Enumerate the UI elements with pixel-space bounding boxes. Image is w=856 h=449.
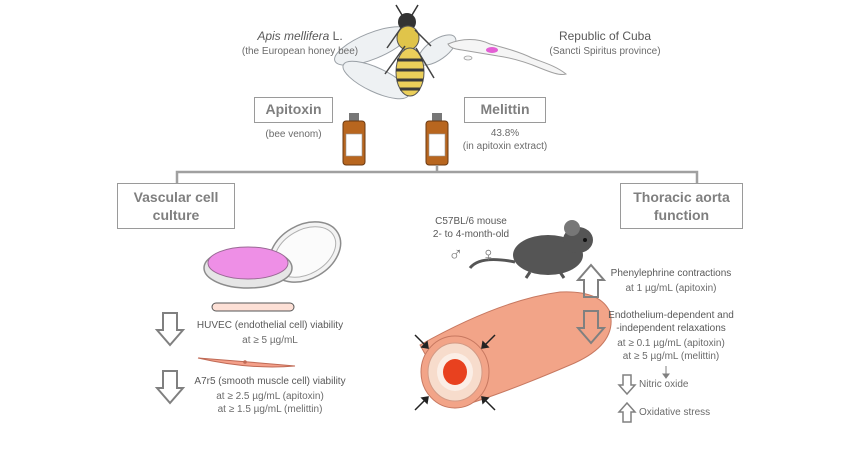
mouse-strain: C57BL/6 mouse — [435, 216, 507, 227]
species-common-name: (the European honey bee) — [241, 46, 359, 57]
relaxation-label-line1: Endothelium-dependent and — [608, 310, 734, 321]
aorta-title-line1: Thoracic aorta — [633, 189, 730, 205]
cuba-map-icon — [447, 39, 568, 75]
huvec-decrease-arrow — [154, 312, 186, 347]
huvec-dose: at ≥ 5 µg/mL — [242, 335, 298, 346]
endothelial-cell-icon — [211, 302, 295, 312]
relaxation-decrease-arrow — [575, 310, 607, 345]
apitoxin-vial-icon — [342, 113, 366, 166]
vessel-compression-arrows — [414, 334, 496, 411]
bee-icon — [334, 4, 457, 100]
huvec-label: HUVEC (endothelial cell) viability — [196, 320, 344, 331]
vascular-title-line1: Vascular cell — [133, 189, 219, 205]
petri-dish-icon — [203, 221, 342, 289]
nitric-oxide-label: Nitric oxide — [639, 379, 689, 390]
phenylephrine-increase-arrow — [575, 263, 607, 298]
origin-province: (Sancti Spiritus province) — [549, 46, 661, 57]
a7r5-dose-apitoxin: at ≥ 2.5 µg/mL (apitoxin) — [216, 391, 324, 402]
oxidative-stress-increase-arrow — [617, 401, 637, 423]
mouse-icon — [468, 220, 593, 279]
nitric-oxide-decrease-arrow — [617, 374, 637, 396]
apitoxin-note: (bee venom) — [265, 129, 322, 140]
a7r5-dose-melittin: at ≥ 1.5 µg/mL (melittin) — [217, 404, 323, 415]
mouse-age: 2- to 4-month-old — [432, 229, 510, 240]
relaxation-dose-apitoxin: at ≥ 0.1 µg/mL (apitoxin) — [617, 338, 725, 349]
melittin-percent: 43.8% — [490, 128, 520, 139]
thoracic-aorta-box: Thoracic aorta function — [620, 183, 743, 229]
melittin-note: (in apitoxin extract) — [462, 141, 548, 152]
relaxation-dose-melittin: at ≥ 5 µg/mL (melittin) — [622, 351, 720, 362]
melittin-box: Melittin — [464, 97, 546, 123]
vascular-cell-culture-box: Vascular cell culture — [117, 183, 235, 229]
phenylephrine-dose: at 1 µg/mL (apitoxin) — [625, 283, 717, 294]
apitoxin-box: Apitoxin — [254, 97, 333, 123]
phenylephrine-label: Phenylephrine contractions — [610, 268, 732, 279]
origin-country: Republic of Cuba — [558, 29, 652, 43]
oxidative-stress-label: Oxidative stress — [639, 407, 711, 418]
a7r5-label: A7r5 (smooth muscle cell) viability — [194, 376, 346, 387]
branch-bracket — [175, 165, 699, 183]
aorta-title-line2: function — [653, 207, 710, 223]
vascular-title-line2: culture — [152, 207, 200, 223]
relaxation-label-line2: -independent relaxations — [616, 323, 726, 334]
sex-symbols: ♂ ♀ — [448, 244, 502, 266]
species-name: Apis mellifera L. — [257, 29, 343, 43]
melittin-vial-icon — [425, 113, 449, 166]
a7r5-decrease-arrow — [154, 370, 186, 405]
aorta-vessel-icon — [419, 291, 612, 409]
